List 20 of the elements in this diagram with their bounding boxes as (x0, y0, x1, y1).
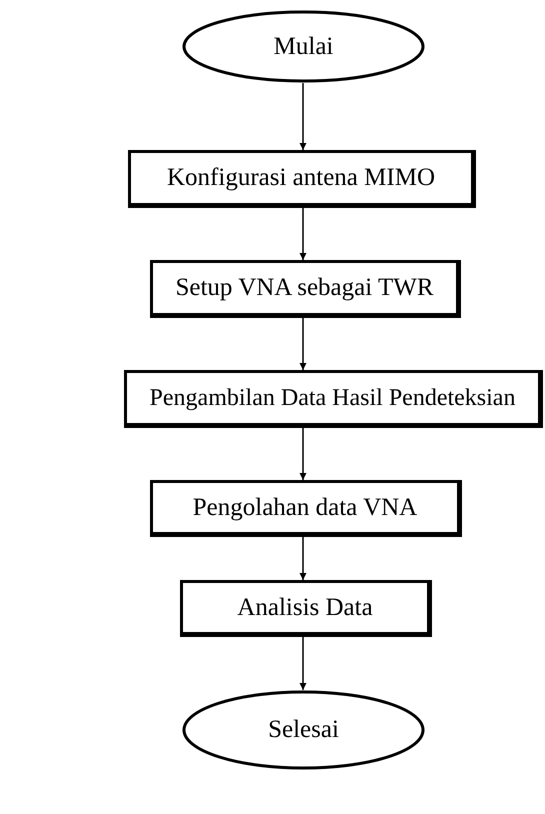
node-label: Mulai (274, 32, 334, 60)
arrow (300, 537, 306, 580)
node-label: Analisis Data (237, 594, 373, 622)
arrow (300, 428, 306, 480)
arrow (300, 208, 306, 260)
process-box (124, 370, 543, 428)
terminator-ellipse (182, 690, 425, 770)
node-label: Konfigurasi antena MIMO (167, 164, 435, 192)
node-label: Pengambilan Data Hasil Pendeteksian (150, 384, 516, 412)
arrow (300, 637, 306, 690)
terminator-ellipse (182, 10, 425, 83)
process-box (150, 480, 462, 537)
process-box (150, 260, 461, 318)
arrow (300, 318, 306, 370)
process-box (128, 150, 476, 208)
arrow (300, 83, 306, 150)
process-box (180, 580, 432, 637)
node-label: Pengolahan data VNA (192, 494, 418, 522)
node-label: Selesai (268, 716, 339, 744)
node-label: Setup VNA sebagai TWR (175, 274, 434, 302)
